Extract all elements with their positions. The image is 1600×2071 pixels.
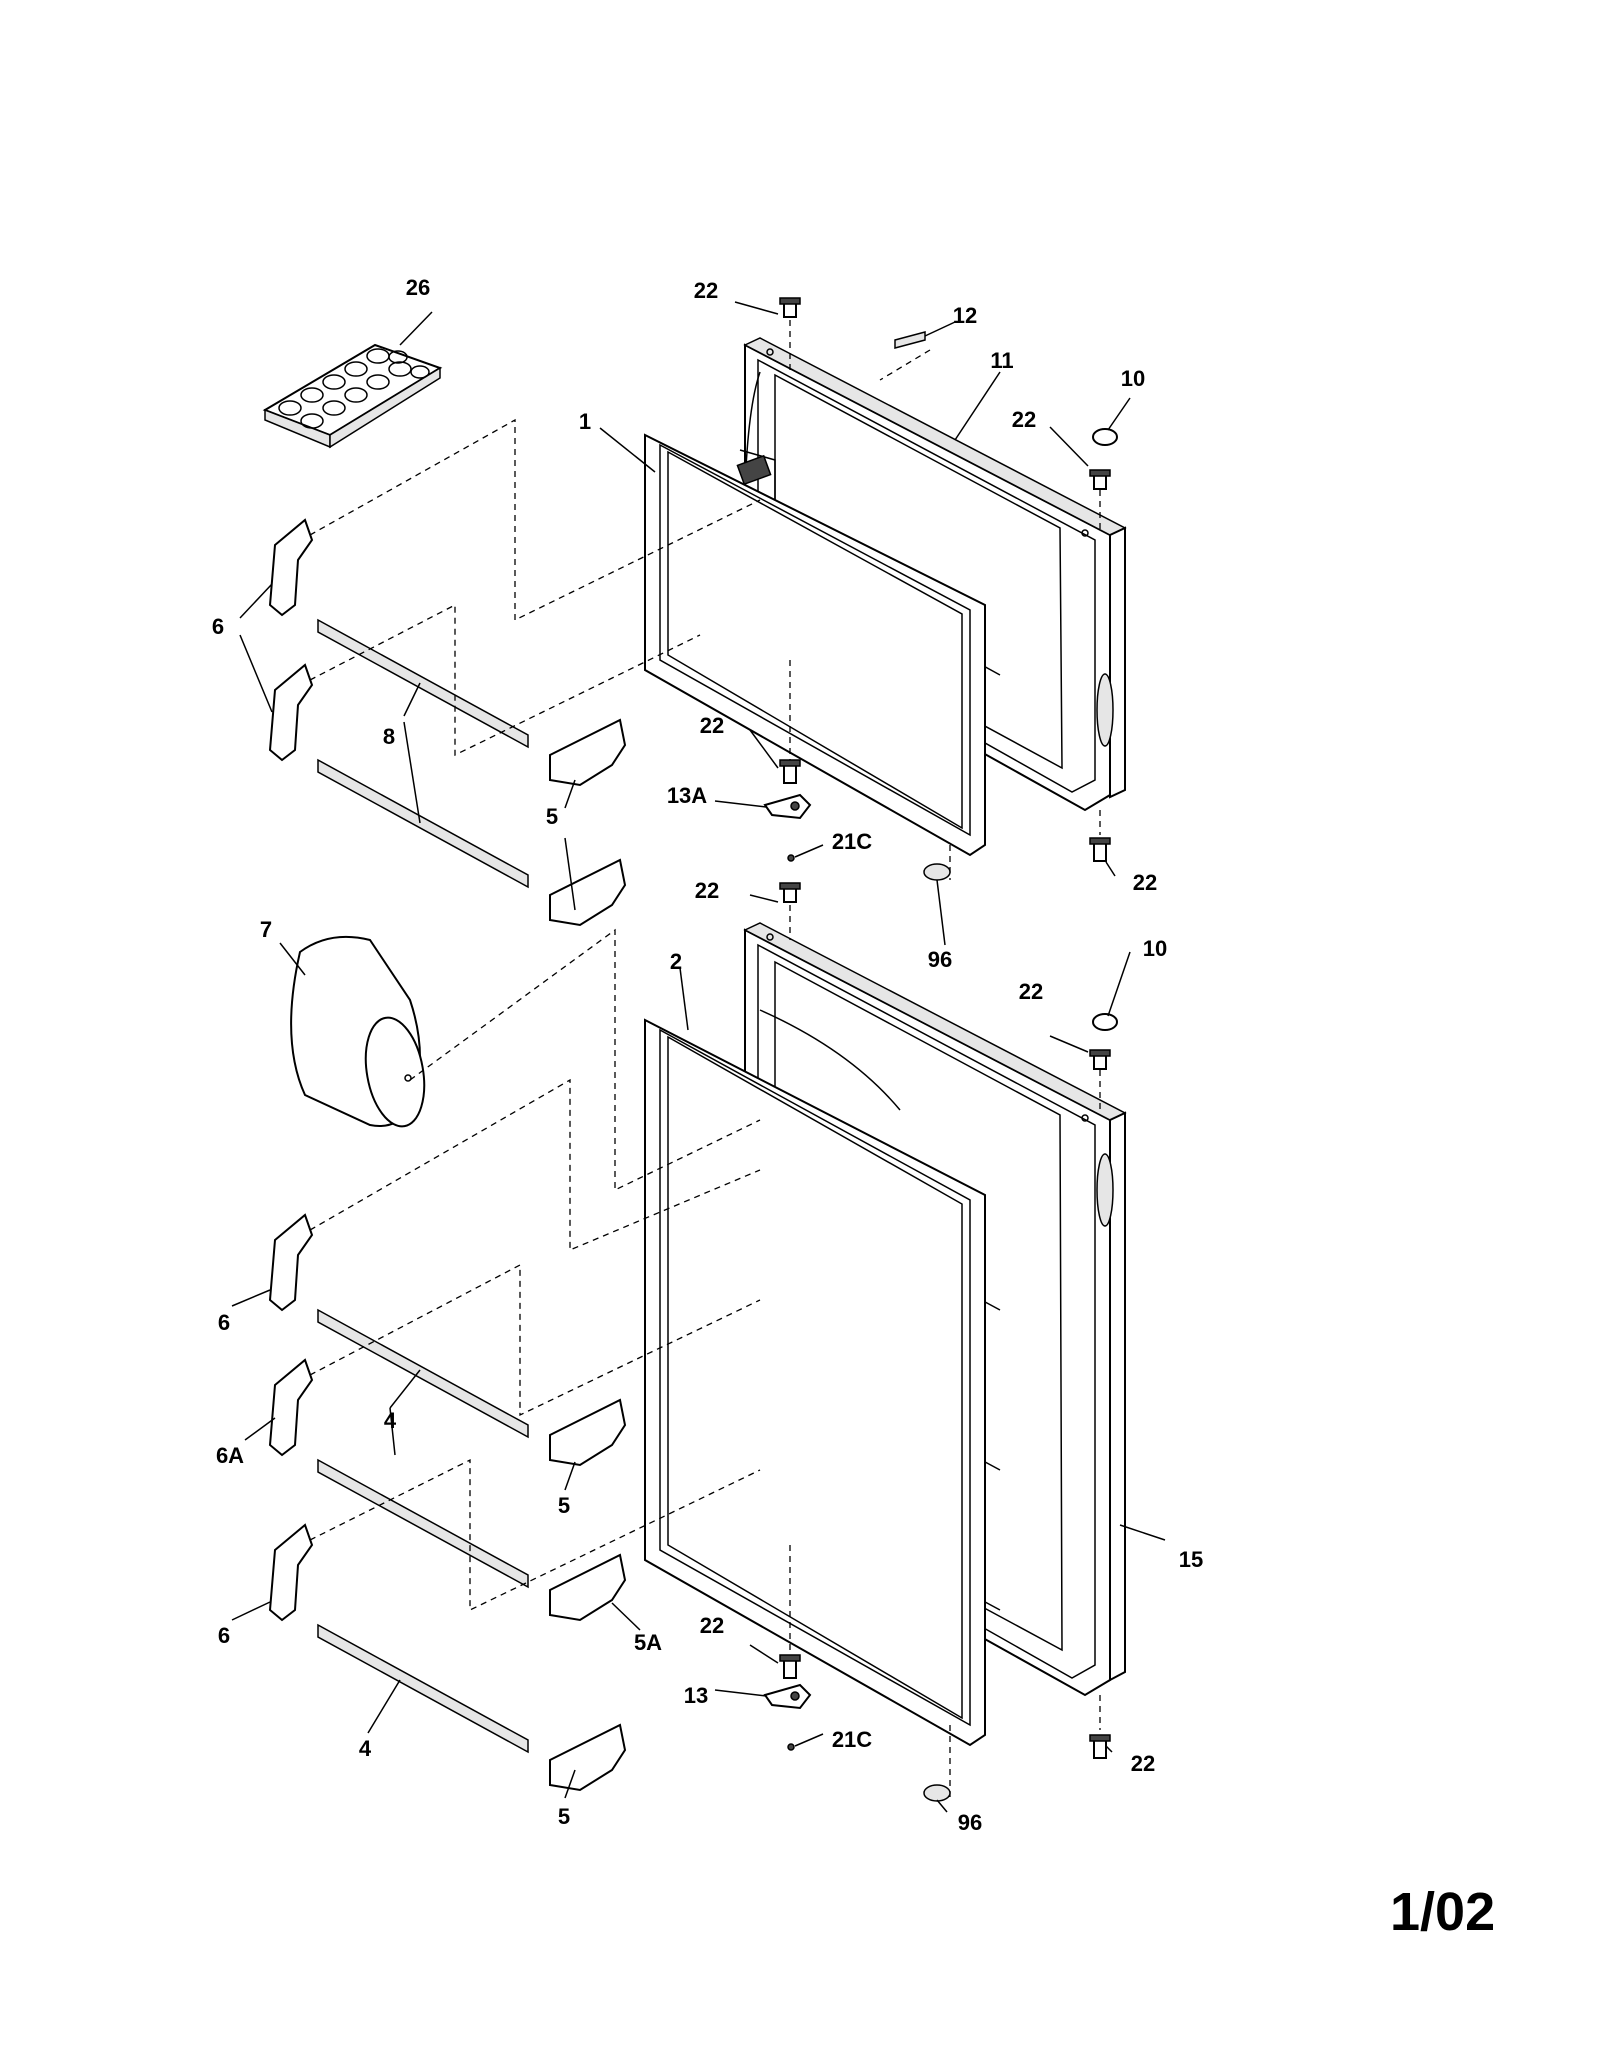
bushing-96: [923, 1784, 951, 1802]
callout-96: 96: [958, 1810, 982, 1835]
plug-10: [1092, 428, 1118, 446]
callout-5: 5: [558, 1493, 570, 1518]
callout-12: 12: [953, 303, 977, 328]
callout-22: 22: [695, 878, 719, 903]
screw-22: [779, 882, 801, 903]
shelf-rails: [317, 618, 529, 1754]
callout-96: 96: [928, 947, 952, 972]
fresh-food-gasket-part: [644, 1018, 986, 1747]
assembly-guide-lines: [309, 320, 1101, 1800]
callout-6: 6: [218, 1310, 230, 1335]
freezer-gasket-part: [644, 433, 986, 857]
hardware-parts: [763, 297, 1118, 1802]
callout-21C: 21C: [832, 1727, 872, 1752]
hinge-13A: [763, 793, 812, 820]
callout-6: 6: [218, 1623, 230, 1648]
hinge-13: [763, 1683, 812, 1710]
callout-1: 1: [579, 409, 591, 434]
callout-4: 4: [384, 1408, 397, 1433]
screw-22: [1089, 1049, 1111, 1070]
callout-22: 22: [1133, 870, 1157, 895]
leader-lines: [231, 301, 1166, 1813]
plug-10: [1092, 1013, 1118, 1031]
dairy-compartment-part: [290, 935, 426, 1128]
callout-15: 15: [1179, 1547, 1203, 1572]
callout-22: 22: [1012, 407, 1036, 432]
callout-22: 22: [700, 1613, 724, 1638]
callout-22: 22: [694, 278, 718, 303]
screw-22: [779, 297, 801, 318]
pin-21C: [787, 1743, 795, 1751]
label-12: [894, 331, 926, 349]
callout-21C: 21C: [832, 829, 872, 854]
callout-22: 22: [1131, 1751, 1155, 1776]
callout-22: 22: [1019, 979, 1043, 1004]
callout-10: 10: [1143, 936, 1167, 961]
bushing-96: [923, 863, 951, 881]
callout-6: 6: [212, 614, 224, 639]
screw-22: [779, 1654, 801, 1679]
callout-labels: 26 22 12 11 10 22 1 6 8 5 22 13A 21C 22 …: [212, 275, 1203, 1835]
callout-10: 10: [1121, 366, 1145, 391]
callout-8: 8: [383, 724, 395, 749]
callout-6A: 6A: [216, 1443, 244, 1468]
screw-22: [779, 759, 801, 784]
egg-tray-part: [262, 343, 443, 449]
callout-5A: 5A: [634, 1630, 662, 1655]
callout-5: 5: [546, 804, 558, 829]
callout-2: 2: [670, 949, 682, 974]
callout-22: 22: [700, 713, 724, 738]
screw-22: [1089, 1734, 1111, 1759]
callout-4: 4: [359, 1736, 372, 1761]
screw-22: [1089, 469, 1111, 490]
callout-26: 26: [406, 275, 430, 300]
callout-7: 7: [260, 917, 272, 942]
pin-21C: [787, 854, 795, 862]
right-shelf-supports: [549, 718, 627, 1792]
page-number: 1/02: [1390, 1882, 1495, 1942]
callout-13A: 13A: [667, 783, 707, 808]
left-shelf-supports: [268, 518, 314, 1622]
callout-13: 13: [684, 1683, 708, 1708]
screw-22: [1089, 837, 1111, 862]
callout-5: 5: [558, 1804, 570, 1829]
callout-11: 11: [990, 348, 1013, 373]
